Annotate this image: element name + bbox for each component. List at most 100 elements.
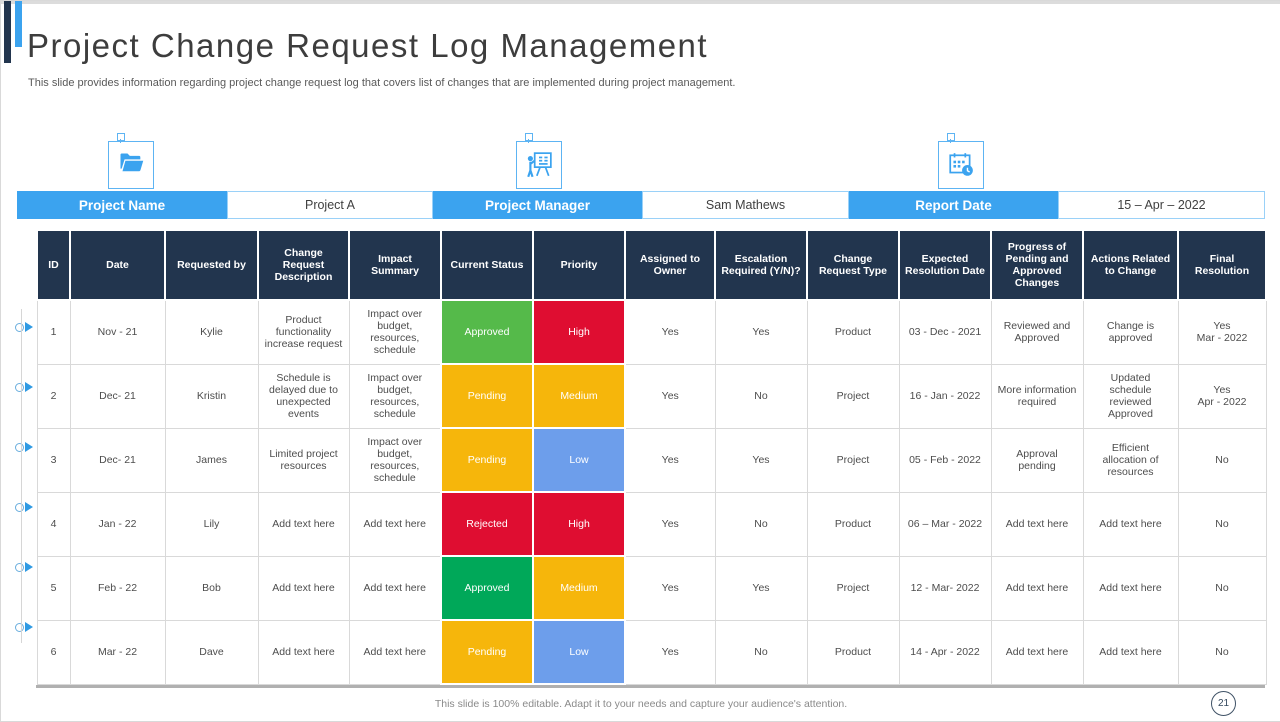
cell-id: 6 [36, 619, 71, 685]
project-info-bar: Project Name Project A Project Manager S… [17, 191, 1265, 219]
cell-actions: Updated schedule reviewed Approved [1082, 363, 1179, 429]
cell-escalation: Yes [714, 555, 808, 621]
row-pointer-icon [15, 621, 33, 633]
report-date-value: 15 – Apr – 2022 [1058, 191, 1265, 219]
row-pointer-icon [15, 321, 33, 333]
cell-final: No [1177, 555, 1267, 621]
cell-actions: Change is approved [1082, 299, 1179, 365]
cell-requested-by: Kristin [164, 363, 259, 429]
project-manager-value: Sam Mathews [642, 191, 849, 219]
cell-description: Add text here [257, 555, 350, 621]
cell-expected: 14 - Apr - 2022 [898, 619, 992, 685]
cell-escalation: No [714, 619, 808, 685]
cell-escalation: Yes [714, 427, 808, 493]
cell-progress: Add text here [990, 555, 1084, 621]
calendar-icon [938, 133, 984, 189]
cell-description: Limited project resources [257, 427, 350, 493]
cell-impact: Impact over budget, resources, schedule [348, 299, 442, 365]
column-header: Current Status [440, 229, 534, 301]
cell-date: Dec- 21 [69, 427, 166, 493]
cell-description: Product functionality increase request [257, 299, 350, 365]
column-header: Impact Summary [348, 229, 442, 301]
cell-date: Nov - 21 [69, 299, 166, 365]
cell-type: Project [806, 363, 900, 429]
cell-progress: Approval pending [990, 427, 1084, 493]
cell-type: Project [806, 427, 900, 493]
row-pointer-icon [15, 501, 33, 513]
cell-assigned: Yes [624, 491, 716, 557]
cell-expected: 16 - Jan - 2022 [898, 363, 992, 429]
presenter-icon [516, 133, 562, 189]
column-header: Actions Related to Change [1082, 229, 1179, 301]
cell-final: No [1177, 427, 1267, 493]
cell-id: 2 [36, 363, 71, 429]
column-header: Requested by [164, 229, 259, 301]
footer-note: This slide is 100% editable. Adapt it to… [434, 698, 848, 710]
cell-priority: Medium [532, 555, 626, 621]
column-header: Final Resolution [1177, 229, 1267, 301]
accent-bar-blue [15, 1, 22, 47]
cell-escalation: No [714, 491, 808, 557]
report-date-label: Report Date [849, 191, 1058, 219]
cell-id: 4 [36, 491, 71, 557]
column-header: Priority [532, 229, 626, 301]
cell-date: Jan - 22 [69, 491, 166, 557]
cell-actions: Add text here [1082, 491, 1179, 557]
cell-final: Yes Apr - 2022 [1177, 363, 1267, 429]
column-header: Progress of Pending and Approved Changes [990, 229, 1084, 301]
cell-assigned: Yes [624, 427, 716, 493]
cell-id: 1 [36, 299, 71, 365]
cell-progress: Reviewed and Approved [990, 299, 1084, 365]
cell-escalation: Yes [714, 299, 808, 365]
cell-type: Product [806, 299, 900, 365]
cell-impact: Impact over budget, resources, schedule [348, 363, 442, 429]
column-header: Change Request Type [806, 229, 900, 301]
cell-type: Product [806, 619, 900, 685]
cell-status: Approved [440, 299, 534, 365]
cell-impact: Add text here [348, 619, 442, 685]
cell-impact: Impact over budget, resources, schedule [348, 427, 442, 493]
top-divider [1, 1, 1280, 4]
cell-date: Mar - 22 [69, 619, 166, 685]
column-header: Assigned to Owner [624, 229, 716, 301]
cell-date: Feb - 22 [69, 555, 166, 621]
cell-assigned: Yes [624, 619, 716, 685]
folder-icon [108, 133, 154, 189]
column-header: Expected Resolution Date [898, 229, 992, 301]
cell-requested-by: Lily [164, 491, 259, 557]
cell-progress: Add text here [990, 491, 1084, 557]
cell-priority: High [532, 491, 626, 557]
cell-id: 5 [36, 555, 71, 621]
cell-expected: 05 - Feb - 2022 [898, 427, 992, 493]
cell-type: Project [806, 555, 900, 621]
cell-status: Approved [440, 555, 534, 621]
cell-priority: Low [532, 619, 626, 685]
project-manager-label: Project Manager [433, 191, 642, 219]
cell-impact: Add text here [348, 555, 442, 621]
cell-priority: Medium [532, 363, 626, 429]
cell-final: No [1177, 619, 1267, 685]
shape-handle-icon [525, 133, 533, 141]
cell-date: Dec- 21 [69, 363, 166, 429]
row-pointer-icon [15, 441, 33, 453]
cell-actions: Add text here [1082, 555, 1179, 621]
cell-id: 3 [36, 427, 71, 493]
shape-handle-icon [947, 133, 955, 141]
cell-description: Add text here [257, 619, 350, 685]
cell-actions: Add text here [1082, 619, 1179, 685]
column-header: Escalation Required (Y/N)? [714, 229, 808, 301]
cell-requested-by: Bob [164, 555, 259, 621]
cell-expected: 03 - Dec - 2021 [898, 299, 992, 365]
shape-stem [950, 139, 951, 143]
cell-status: Pending [440, 619, 534, 685]
project-name-value: Project A [227, 191, 433, 219]
cell-assigned: Yes [624, 363, 716, 429]
